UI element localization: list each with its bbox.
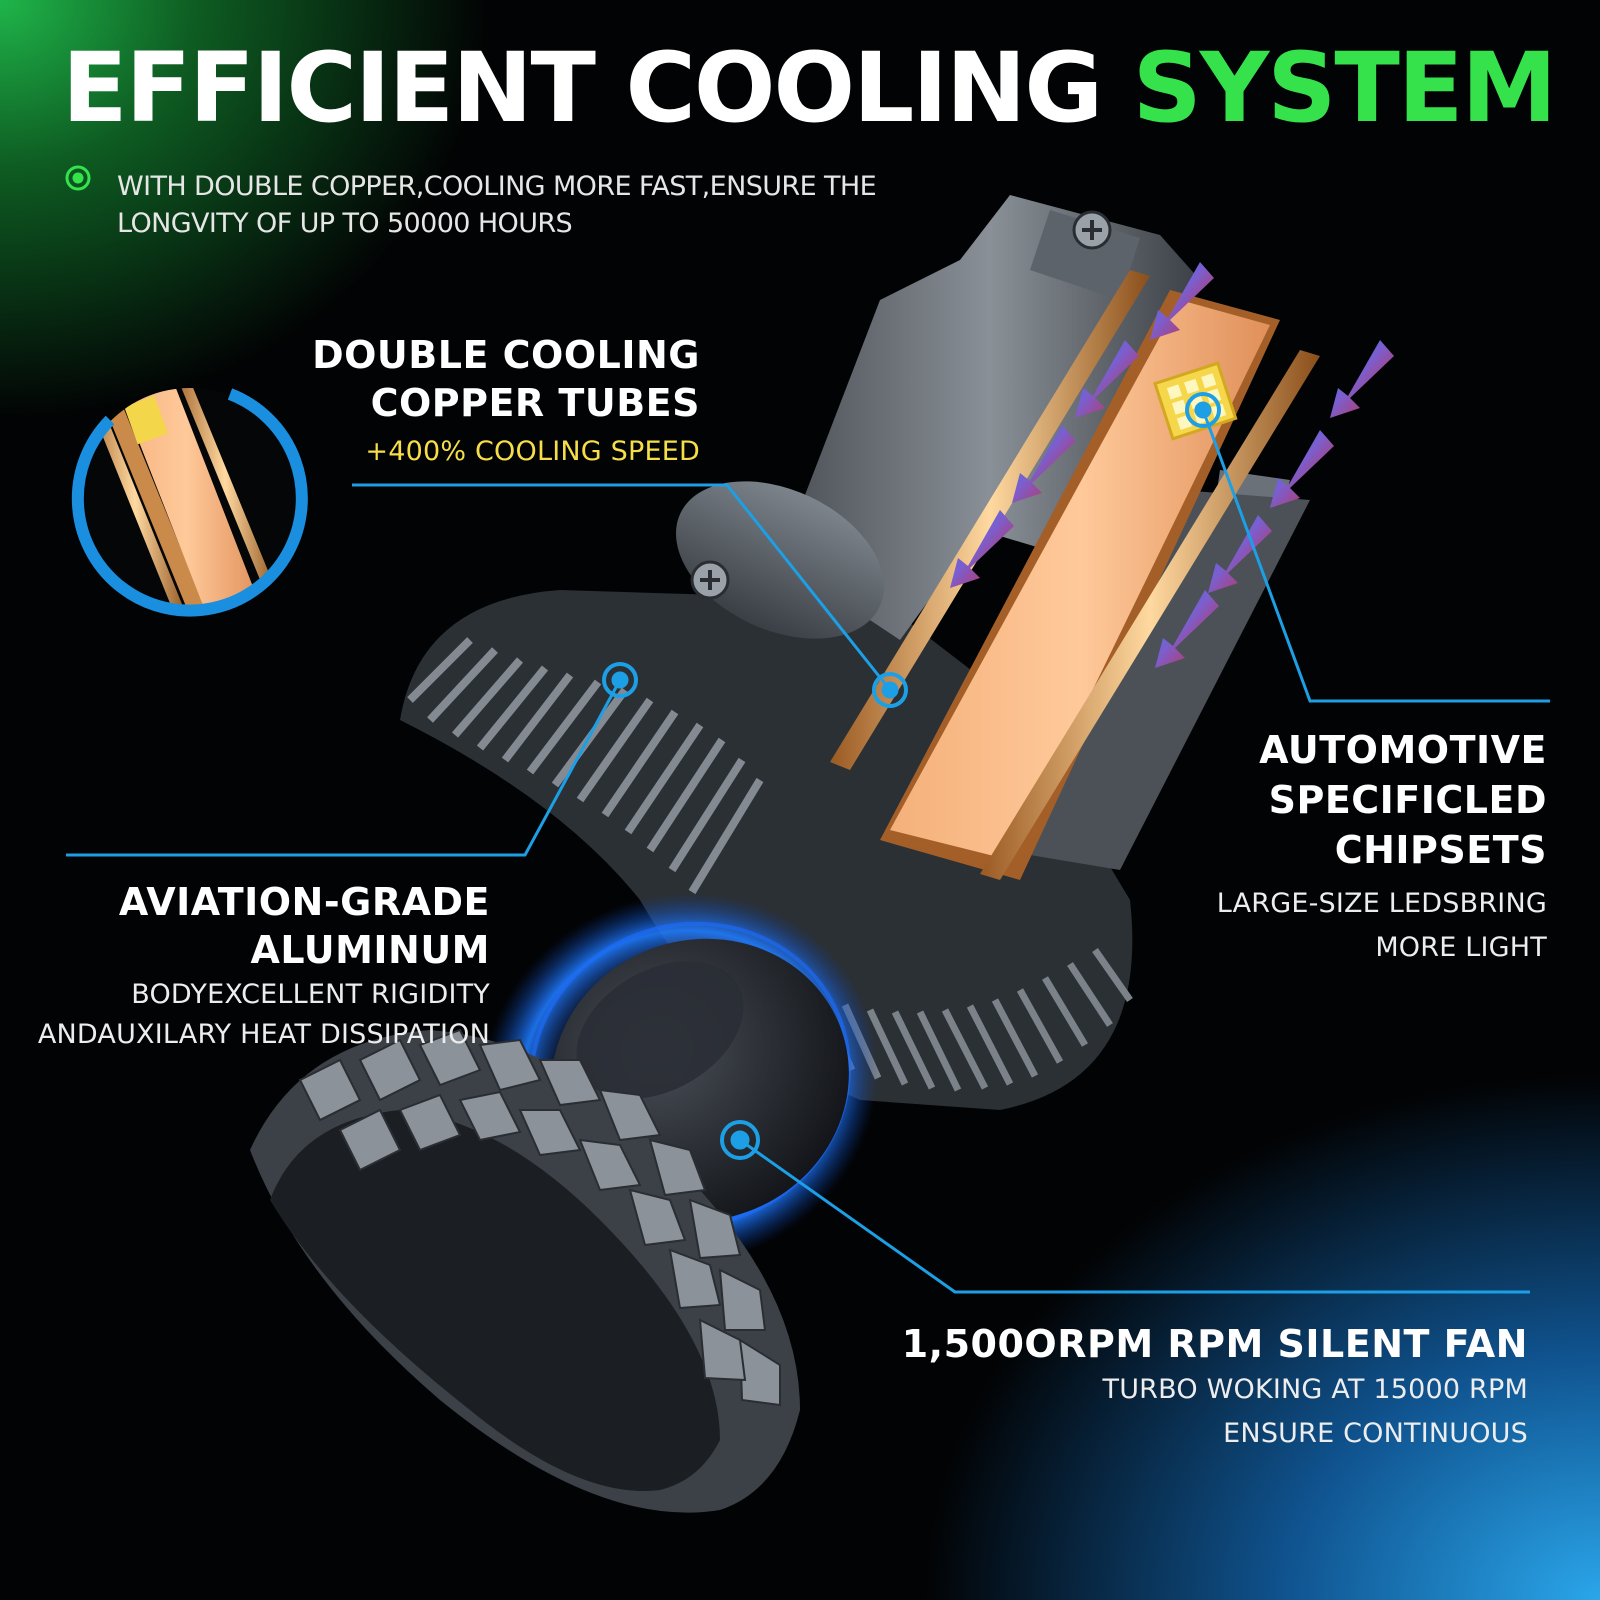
bullet-icon [65, 165, 91, 191]
aluminum-title: AVIATION-GRADE ALUMINUM [119, 878, 490, 974]
aluminum-desc: BODYEXCELLENT RIGIDITY ANDAUXILARY HEAT … [38, 975, 490, 1055]
chipsets-desc-line1: LARGE-SIZE LEDSBRING [1216, 888, 1547, 919]
chipsets-title-line2: SPECIFICLED [1268, 778, 1547, 822]
copper-tubes-title: DOUBLE COOLING COPPER TUBES [312, 331, 700, 427]
fan-desc: TURBO WOKING AT 15000 RPM ENSURE CONTINU… [1103, 1368, 1528, 1456]
aluminum-title-line1: AVIATION-GRADE [118, 880, 490, 924]
copper-tubes-subtitle: +400% COOLING SPEED [365, 436, 700, 467]
copper-assembly [830, 270, 1320, 880]
heat-flow-arrows [950, 262, 1394, 668]
copper-tubes-title-line1: DOUBLE COOLING [312, 333, 700, 377]
fan-desc-line1: TURBO WOKING AT 15000 RPM [1102, 1374, 1528, 1405]
headline-part2: SYSTEM [1132, 32, 1557, 144]
headline-part1: EFFICIENT COOLING [62, 32, 1103, 144]
copper-tubes-title-line2: COPPER TUBES [370, 381, 700, 425]
callout-lines [66, 409, 1550, 1294]
chipsets-desc: LARGE-SIZE LEDSBRING MORE LIGHT [1217, 882, 1547, 970]
aluminum-desc-line2: ANDAUXILARY HEAT DISSIPATION [37, 1019, 490, 1050]
headline: EFFICIENT COOLING SYSTEM [62, 40, 1557, 136]
fan-desc-line2: ENSURE CONTINUOUS [1223, 1418, 1528, 1449]
intro-text: WITH DOUBLE COPPER,COOLING MORE FAST,ENS… [117, 171, 877, 239]
aluminum-desc-line1: BODYEXCELLENT RIGIDITY [131, 979, 490, 1010]
chipsets-title-line3: CHIPSETS [1334, 828, 1547, 872]
fan-title: 1,500ORPM RPM SILENT FAN [901, 1322, 1528, 1366]
copper-tube-inset [71, 388, 308, 617]
chipsets-desc-line2: MORE LIGHT [1375, 932, 1547, 963]
chipsets-title-line1: AUTOMOTIVE [1259, 728, 1547, 772]
bulb-body [676, 195, 1310, 870]
chipsets-title: AUTOMOTIVE SPECIFICLED CHIPSETS [1259, 725, 1547, 875]
callout-markers [602, 392, 1221, 1160]
aluminum-title-line2: ALUMINUM [250, 928, 490, 972]
front-knurled-ring [250, 1028, 800, 1513]
